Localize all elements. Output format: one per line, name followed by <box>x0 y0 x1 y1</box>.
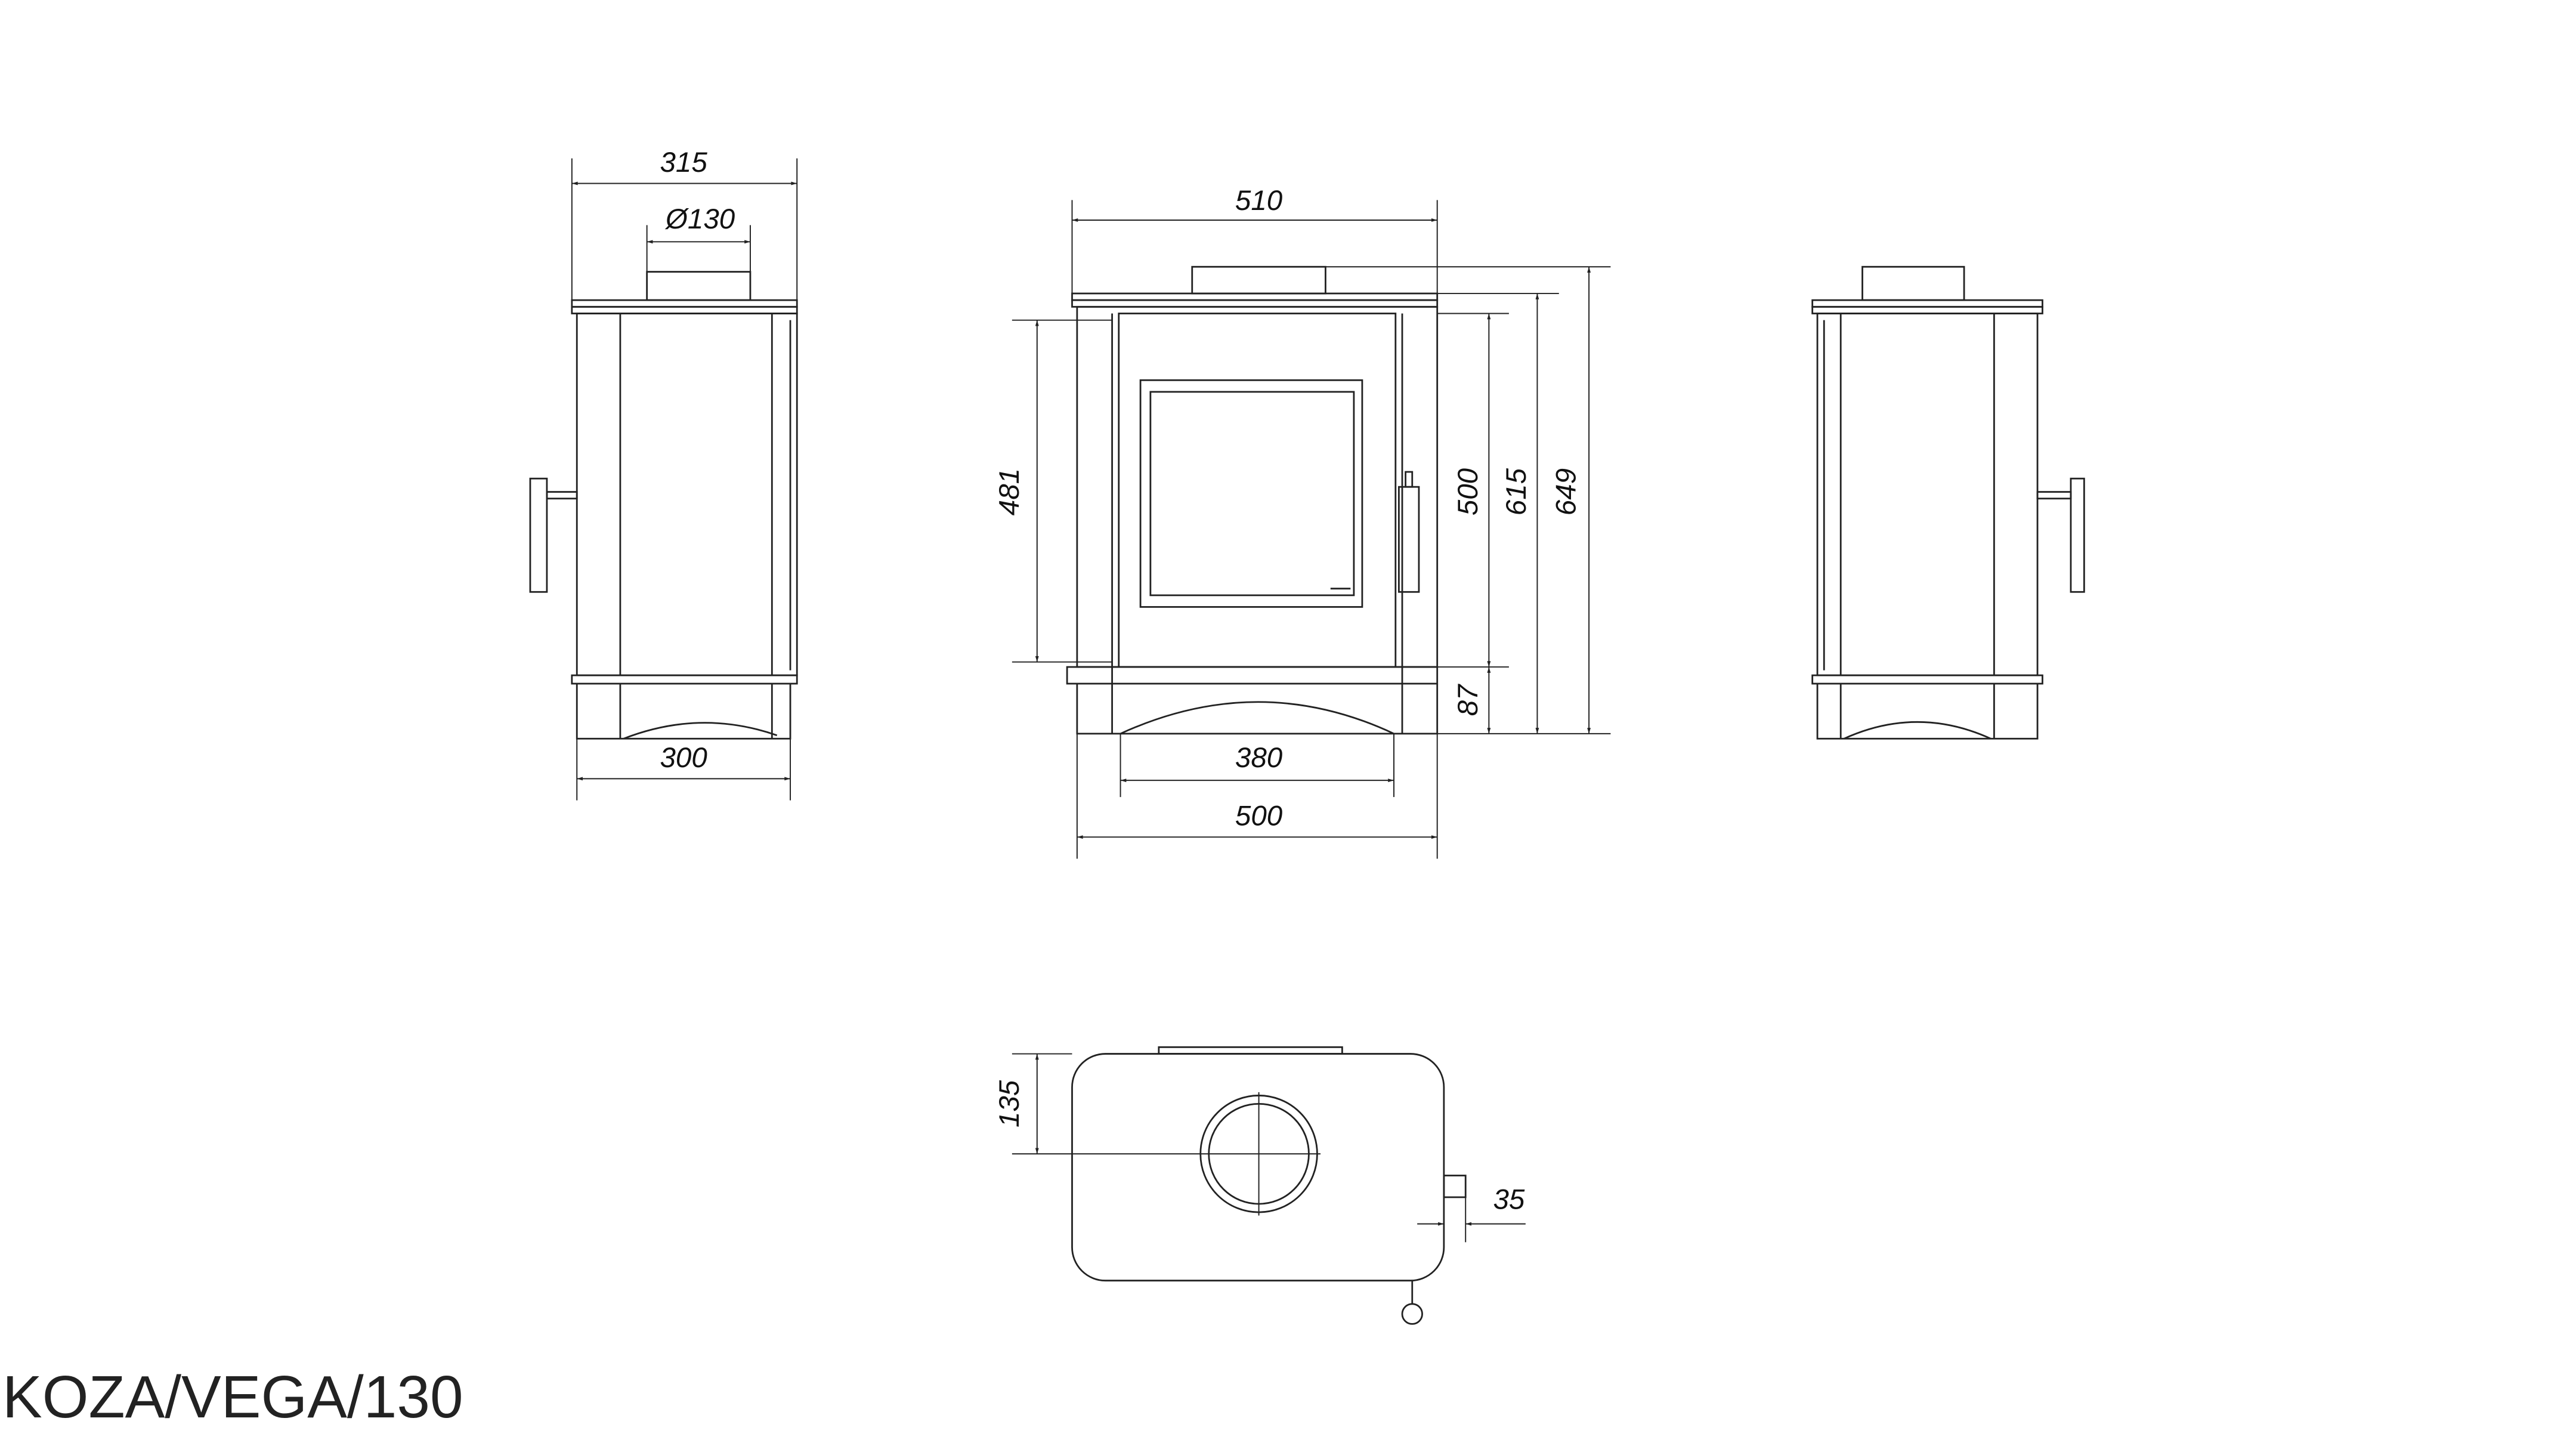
dim-flue-diameter: Ø130 <box>664 203 735 235</box>
right-side-view <box>1811 265 2085 740</box>
dim-leg-height: 87 <box>1452 684 1484 716</box>
side-handle <box>529 477 578 593</box>
dim-handle-offset: 35 <box>1493 1184 1524 1215</box>
left-side-view: 315 Ø130 300 <box>529 147 798 801</box>
door-glass-frame <box>1139 379 1363 608</box>
dim-side-width-base: 300 <box>660 742 707 774</box>
top-view: 135 35 <box>994 1046 1526 1325</box>
dim-side-width-top: 315 <box>660 147 707 178</box>
handle-knob <box>1401 1303 1423 1325</box>
dim-height-615: 615 <box>1501 468 1532 515</box>
drawing-title: KOZA/VEGA/130 <box>2 1364 463 1431</box>
dim-front-width-top: 510 <box>1235 185 1283 217</box>
dim-arch-width: 380 <box>1235 742 1283 774</box>
front-view: 510 481 500 615 649 87 380 500 <box>994 185 1611 859</box>
dim-body-height: 500 <box>1452 468 1484 515</box>
dim-flue-offset: 135 <box>994 1080 1025 1127</box>
door-handle <box>1398 471 1420 593</box>
dim-front-width-base: 500 <box>1235 801 1283 832</box>
dim-total-height: 649 <box>1551 468 1582 515</box>
dim-door-height: 481 <box>994 468 1025 515</box>
